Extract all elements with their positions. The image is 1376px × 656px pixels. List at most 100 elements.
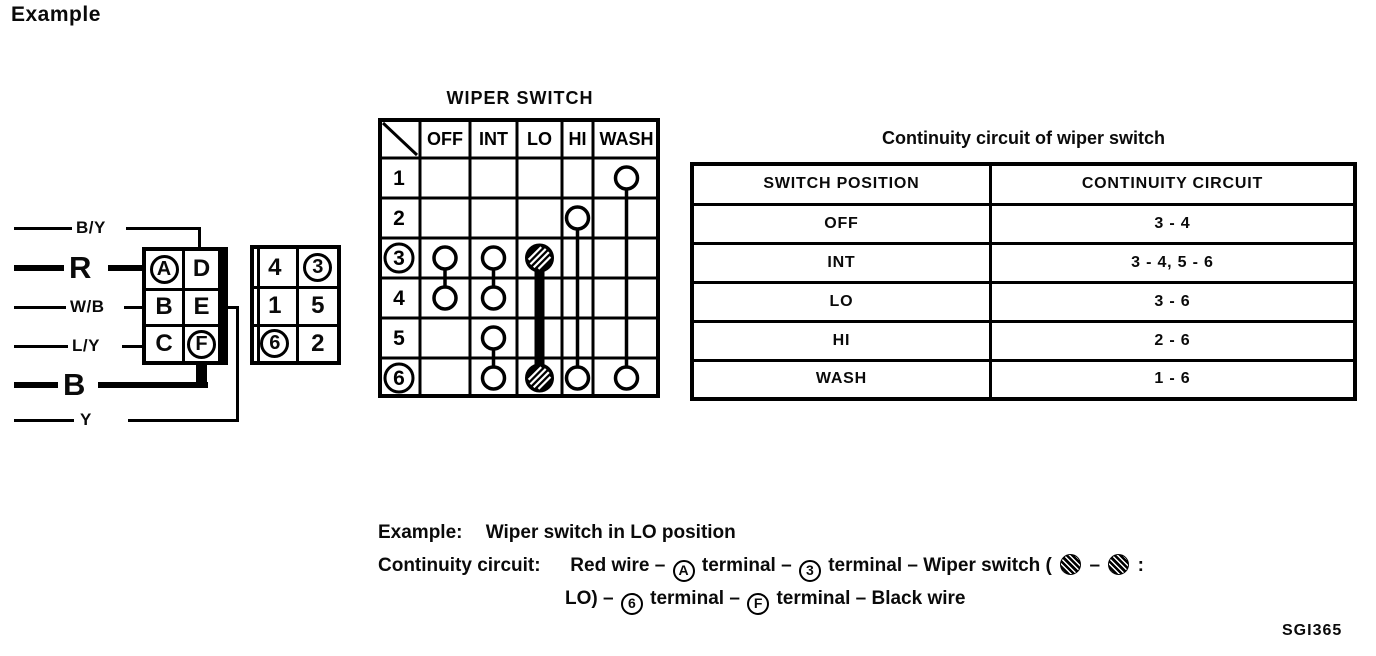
svg-text:4: 4	[393, 287, 405, 310]
svg-text:5: 5	[393, 327, 405, 350]
wire-line	[236, 307, 239, 422]
wire-label-wb: W/B	[70, 297, 105, 316]
note-text: terminal – Wiper switch (	[828, 555, 1052, 576]
wire-line	[14, 305, 66, 309]
table-cell: 3 - 4	[988, 202, 1357, 245]
continuity-header-cell: SWITCH POSITION	[690, 162, 992, 206]
wire-label-b: B	[63, 367, 86, 402]
circled-terminal-label: 6	[260, 329, 290, 359]
wire-line	[198, 228, 201, 251]
connector-terminal-e: E	[182, 287, 218, 325]
table-cell: WASH	[690, 358, 992, 401]
wire-line	[128, 418, 239, 422]
table-cell: INT	[690, 241, 992, 284]
note-text: terminal – Black wire	[776, 588, 966, 609]
connector-terminal-4: 4	[254, 249, 296, 287]
table-cell: 3 - 6	[988, 280, 1357, 323]
terminal-label: C	[155, 330, 173, 358]
wire-line	[108, 265, 146, 271]
wire-line	[98, 382, 208, 388]
circled-terminal-label: 3	[303, 253, 333, 283]
note-text: –	[1089, 555, 1101, 576]
wire-line	[124, 305, 146, 309]
wire-label-y: Y	[80, 410, 92, 429]
wire-line	[226, 305, 239, 309]
wire-line	[126, 226, 201, 230]
figure-code: SGI365	[1282, 622, 1343, 639]
svg-text:2: 2	[393, 207, 405, 230]
svg-text:OFF: OFF	[427, 129, 463, 149]
wire-label-ly: L/Y	[72, 336, 100, 355]
terminal-6-badge: 6	[620, 592, 643, 615]
terminal-f-badge: F	[747, 592, 770, 615]
continuity-table-title: Continuity circuit of wiper switch	[881, 128, 1166, 148]
continuity-table-section: Continuity circuit of wiper switch SWITC…	[690, 128, 1357, 401]
terminal-label: 5	[311, 292, 325, 320]
wire-line	[196, 361, 207, 385]
note-line-1: Example: Wiper switch in LO position	[378, 516, 1138, 549]
wire-line	[122, 344, 146, 348]
svg-text:WASH: WASH	[600, 129, 654, 149]
note-line-3: LO) – 6 terminal – F terminal – Black wi…	[378, 582, 1138, 615]
connector-terminal-b: B	[146, 287, 182, 325]
note-line-2: Continuity circuit: Red wire – A termina…	[378, 549, 1144, 582]
hatched-contact-icon	[1060, 554, 1082, 575]
svg-text:INT: INT	[479, 129, 508, 149]
svg-text:LO: LO	[527, 129, 552, 149]
terminal-label: 4	[268, 253, 282, 281]
table-cell: 1 - 6	[988, 358, 1357, 401]
table-cell: HI	[690, 319, 992, 362]
connector-terminal-c: C	[146, 324, 182, 361]
terminal-label: 2	[311, 329, 325, 357]
wire-line	[14, 382, 58, 388]
connector-terminal-6: 6	[254, 323, 296, 361]
connector-terminal-3: 3	[295, 249, 337, 287]
wire-label-r: R	[69, 250, 92, 285]
continuity-header-cell: CONTINUITY CIRCUIT	[988, 162, 1357, 206]
svg-text:6: 6	[393, 367, 405, 390]
example-note: Example: Wiper switch in LO position Con…	[378, 516, 1144, 615]
table-cell: LO	[690, 280, 992, 323]
svg-text:HI: HI	[569, 129, 587, 149]
connector-terminal-5: 5	[295, 286, 337, 324]
terminal-label: 1	[268, 292, 282, 320]
connector-terminal-f: F	[182, 324, 218, 361]
note-text: terminal –	[701, 555, 792, 576]
terminal-a-badge: A	[672, 559, 695, 582]
wire-line	[14, 226, 72, 230]
note-text: Red wire –	[570, 555, 666, 576]
wiper-switch-title: WIPER SWITCH	[446, 88, 594, 108]
note-label-continuity: Continuity circuit:	[378, 555, 541, 576]
connector-terminal-1: 1	[254, 286, 296, 324]
circled-terminal-label: F	[187, 329, 216, 359]
connector-terminal-a: A	[146, 251, 182, 288]
note-text: LO) –	[565, 588, 614, 609]
terminal-label: B	[155, 293, 173, 321]
wire-line	[14, 418, 74, 422]
svg-text:1: 1	[393, 167, 405, 190]
hatched-contact-icon	[1108, 554, 1130, 575]
note-text-example: Wiper switch in LO position	[485, 522, 736, 543]
note-text: terminal –	[650, 588, 740, 609]
connector-terminal-d: D	[182, 251, 218, 288]
wire-line	[14, 265, 64, 271]
page-title: Example	[11, 3, 101, 26]
terminal-3-badge: 3	[798, 559, 821, 582]
wire-label-by: B/Y	[76, 218, 106, 237]
note-text: :	[1137, 555, 1144, 576]
note-label-example: Example:	[378, 522, 463, 543]
connector-terminal-2: 2	[295, 323, 337, 361]
terminal-label: D	[192, 255, 211, 283]
